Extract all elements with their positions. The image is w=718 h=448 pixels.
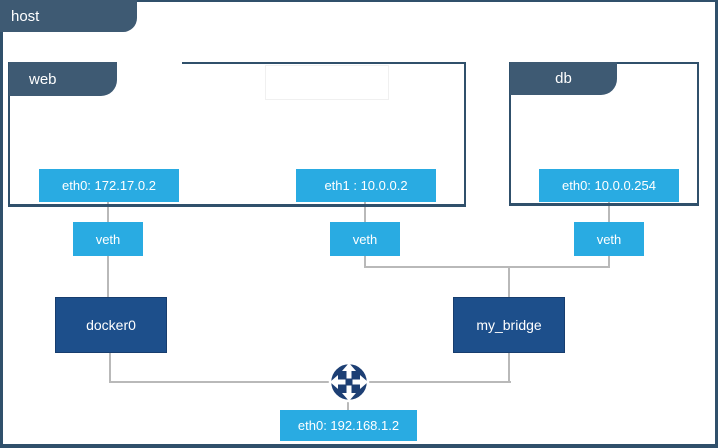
- host-label: host: [11, 7, 40, 25]
- veth-label: veth: [95, 231, 121, 247]
- web-label-tab: web: [9, 62, 117, 96]
- db-container-label: db: [555, 70, 572, 87]
- veth-docker0: veth: [73, 222, 143, 256]
- connector-web-eth1-to-veth: [364, 202, 366, 222]
- web-container-top-border: [182, 62, 466, 64]
- veth-mybridge-web: veth: [330, 222, 400, 256]
- connector-horizontal-mybridge: [364, 266, 610, 268]
- connector-veth2-drop: [364, 256, 366, 268]
- web-container-box: [8, 62, 466, 207]
- veth-mybridge-db: veth: [574, 222, 644, 256]
- connector-horizontal-router: [109, 381, 511, 383]
- connector-db-eth0-to-veth: [608, 202, 610, 222]
- host-eth0-interface: eth0: 192.168.1.2: [280, 410, 417, 441]
- host-label-tab: host: [0, 0, 137, 32]
- connector-docker0-to-router: [109, 353, 111, 383]
- veth-label: veth: [596, 231, 622, 247]
- db-eth0-interface: eth0: 10.0.0.254: [539, 169, 679, 202]
- docker0-bridge: docker0: [55, 297, 167, 353]
- connector-join-to-mybridge: [508, 266, 510, 297]
- web-eth0-interface: eth0: 172.17.0.2: [39, 169, 179, 202]
- connector-veth3-drop: [608, 256, 610, 268]
- host-eth0-label: eth0: 192.168.1.2: [297, 418, 400, 433]
- docker0-label: docker0: [86, 317, 136, 333]
- my-bridge-label: my_bridge: [476, 317, 542, 333]
- connector-veth-to-docker0: [107, 256, 109, 297]
- connector-router-to-host-eth0: [347, 400, 349, 410]
- web-eth1-label: eth1 : 10.0.0.2: [324, 178, 408, 193]
- veth-label: veth: [352, 231, 378, 247]
- web-eth1-interface: eth1 : 10.0.0.2: [296, 169, 436, 202]
- db-label-tab: db: [510, 62, 617, 95]
- db-eth0-label: eth0: 10.0.0.254: [562, 178, 656, 193]
- connector-mybridge-to-router: [508, 353, 510, 382]
- my-bridge: my_bridge: [453, 297, 565, 353]
- web-eth0-label: eth0: 172.17.0.2: [62, 178, 156, 193]
- connector-web-eth0-to-veth: [107, 202, 109, 222]
- web-container-label: web: [29, 70, 57, 88]
- blank-note-box: [265, 65, 389, 100]
- router-icon: [327, 360, 371, 404]
